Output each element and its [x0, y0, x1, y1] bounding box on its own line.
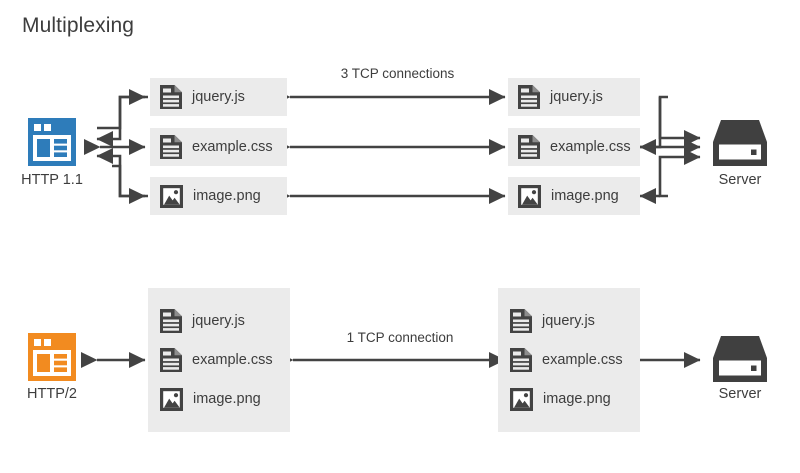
http11-server-label: Server	[718, 172, 762, 188]
http2-client-endpoint	[28, 333, 76, 381]
http11-connection-label: 3 TCP connections	[340, 66, 455, 81]
resource-label: image.png	[551, 188, 619, 204]
http11-client-resource-imagepng: image.png	[150, 177, 287, 215]
http11-server-resource-examplecss: example.css	[508, 128, 640, 166]
http11-server-link-jquery-out	[658, 97, 701, 147]
image-icon	[510, 387, 533, 411]
http11-server-endpoint	[713, 120, 767, 166]
http2-client-label: HTTP/2	[27, 386, 77, 402]
http2-client-resource-imagepng: image.png	[160, 380, 290, 418]
resource-label: jquery.js	[542, 313, 595, 329]
image-icon	[160, 184, 183, 208]
browser-window-icon	[28, 333, 76, 381]
http11-client-link-imagepng-out	[112, 164, 146, 205]
document-icon	[510, 309, 532, 333]
http2-client-resource-stack: jquery.js example.css image.png	[148, 288, 290, 432]
resource-label: example.css	[192, 139, 273, 155]
http2-server-resource-jquery: jquery.js	[510, 302, 640, 340]
document-icon	[160, 348, 182, 372]
http11-server-resource-imagepng: image.png	[508, 177, 640, 215]
http2-server-resource-examplecss: example.css	[510, 341, 640, 379]
document-icon	[160, 309, 182, 333]
http11-client-link-imagepng	[96, 147, 148, 198]
document-icon	[160, 85, 182, 109]
http11-client-link-jquery	[96, 95, 148, 148]
http11-server-link-jquery	[639, 95, 668, 156]
http2-connection-label: 1 TCP connection	[346, 330, 454, 345]
document-icon	[160, 135, 182, 159]
http11-server-resource-jquery: jquery.js	[508, 78, 640, 116]
http11-client-endpoint	[28, 118, 76, 166]
http11-client-link-jquery-out	[97, 88, 146, 130]
http2-server-resource-imagepng: image.png	[510, 380, 640, 418]
document-icon	[518, 135, 540, 159]
resource-label: image.png	[543, 391, 611, 407]
server-icon	[713, 336, 767, 382]
resource-label: jquery.js	[550, 89, 603, 105]
resource-label: example.css	[192, 352, 273, 368]
document-icon	[510, 348, 532, 372]
http11-client-resource-jquery: jquery.js	[150, 78, 287, 116]
http2-client-resource-examplecss: example.css	[160, 341, 290, 379]
http2-server-label: Server	[718, 386, 762, 402]
image-icon	[518, 184, 541, 208]
document-icon	[518, 85, 540, 109]
http2-server-resource-stack: jquery.js example.css image.png	[498, 288, 640, 432]
http2-client-resource-jquery: jquery.js	[160, 302, 290, 340]
resource-label: example.css	[550, 139, 631, 155]
resource-label: jquery.js	[192, 89, 245, 105]
resource-label: jquery.js	[192, 313, 245, 329]
page-title: Multiplexing	[22, 14, 135, 37]
http2-server-endpoint	[713, 336, 767, 382]
http11-client-label: HTTP 1.1	[21, 172, 83, 188]
image-icon	[160, 387, 183, 411]
resource-label: image.png	[193, 188, 261, 204]
resource-label: example.css	[542, 352, 623, 368]
resource-label: image.png	[193, 391, 261, 407]
browser-window-icon	[28, 118, 76, 166]
server-icon	[713, 120, 767, 166]
http11-client-resource-examplecss: example.css	[150, 128, 287, 166]
